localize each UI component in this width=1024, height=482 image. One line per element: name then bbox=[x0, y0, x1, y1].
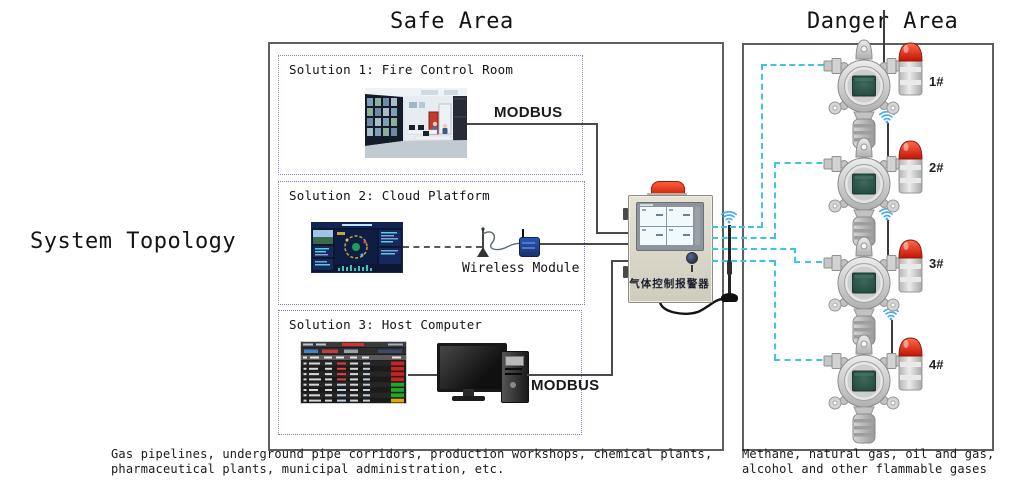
controller-brand-mark bbox=[640, 204, 653, 206]
controller-keylock-slit bbox=[691, 265, 693, 272]
wireless-link-4 bbox=[712, 260, 775, 262]
detector-3-antenna bbox=[887, 220, 889, 262]
detector-3-label: 3# bbox=[929, 256, 944, 271]
module-antenna bbox=[522, 229, 524, 237]
monitor-stand bbox=[463, 389, 474, 396]
modbus-line-1-drop bbox=[596, 123, 598, 234]
wireless-link-2 bbox=[774, 162, 833, 164]
monitor-base bbox=[452, 396, 485, 401]
danger-area-caption-line-2: alcohol and other flammable gases bbox=[742, 462, 988, 476]
host-computer-software bbox=[300, 341, 407, 404]
controller-hinge bbox=[623, 266, 628, 278]
wireless-link-1 bbox=[761, 64, 763, 228]
wireless-link-3 bbox=[794, 261, 833, 263]
page-title: System Topology bbox=[30, 229, 237, 254]
tower-drive-bay bbox=[505, 356, 524, 366]
danger-area-caption-line-1: Methane, natural gas, oil and gas, bbox=[742, 447, 995, 461]
wireless-link-2 bbox=[712, 237, 776, 239]
controller-antenna-base bbox=[721, 293, 738, 302]
screen-side-strip bbox=[695, 207, 700, 245]
safe-area-caption-line-2: pharmaceutical plants, municipal adminis… bbox=[111, 462, 505, 476]
solution-3-box bbox=[278, 310, 582, 435]
modbus-label-1: MODBUS bbox=[494, 104, 563, 121]
detector-2-antenna bbox=[887, 123, 889, 164]
modbus-line-3-rise bbox=[611, 260, 613, 376]
tower-slot bbox=[505, 368, 522, 370]
modbus-label-3: MODBUS bbox=[531, 377, 600, 394]
safe-area-title: Safe Area bbox=[390, 9, 514, 34]
wireless-link-2 bbox=[774, 162, 776, 239]
wireless-link-4 bbox=[774, 359, 833, 361]
detector-1-label: 1# bbox=[929, 74, 944, 89]
screen-channel-cell bbox=[640, 207, 666, 226]
wireless-module-label: Wireless Module bbox=[462, 261, 580, 276]
controller-screen bbox=[640, 207, 693, 245]
detector-2-label: 2# bbox=[929, 160, 944, 175]
solution-1-box bbox=[278, 55, 583, 175]
fire-control-room-photo bbox=[365, 88, 467, 158]
screen-channel-cell bbox=[640, 226, 666, 245]
controller-name-label: 气体控制报警器 bbox=[629, 278, 710, 290]
detector-4-antenna bbox=[891, 320, 893, 360]
screen-channel-cell bbox=[667, 207, 693, 226]
wireless-module bbox=[519, 237, 540, 257]
safe-area-caption-line-1: Gas pipelines, underground pipe corridor… bbox=[111, 447, 713, 461]
wireless-link-1 bbox=[712, 226, 763, 228]
detector-1-antenna bbox=[883, 10, 885, 67]
software-to-monitor-line bbox=[408, 374, 437, 376]
detector-4-label: 4# bbox=[929, 357, 944, 372]
solution-1-label: Solution 1: Fire Control Room bbox=[289, 62, 514, 77]
screen-channel-cell bbox=[667, 226, 693, 245]
modbus-line-3-in bbox=[611, 260, 628, 262]
wireless-module-line bbox=[538, 243, 628, 245]
cloud-platform-dashboard bbox=[311, 222, 403, 273]
controller-hinge bbox=[623, 208, 628, 220]
modbus-line-1 bbox=[467, 123, 597, 125]
tower-power-button bbox=[510, 382, 516, 388]
danger-area-title: Danger Area bbox=[807, 9, 959, 34]
solution-2-label: Solution 2: Cloud Platform bbox=[289, 188, 490, 203]
wireless-link-3 bbox=[794, 248, 796, 262]
safe-area-box bbox=[268, 42, 724, 451]
modbus-line-3 bbox=[527, 374, 613, 376]
wireless-link-4 bbox=[774, 260, 776, 360]
cloud-wireless-dashed-line bbox=[403, 246, 482, 248]
modbus-line-1-in bbox=[596, 232, 628, 234]
solution-3-label: Solution 3: Host Computer bbox=[289, 317, 483, 332]
tower-slot bbox=[505, 373, 522, 375]
controller-antenna-coil bbox=[727, 260, 732, 275]
pc-tower bbox=[501, 351, 529, 403]
module-stripe bbox=[522, 242, 535, 244]
desktop-monitor bbox=[437, 343, 507, 392]
wifi-icon bbox=[721, 211, 737, 224]
wireless-link-3 bbox=[712, 248, 796, 250]
controller-keylock bbox=[686, 252, 698, 264]
gas-detector-4 bbox=[823, 334, 923, 444]
wireless-link-1 bbox=[761, 64, 833, 66]
module-stripe bbox=[522, 247, 535, 249]
